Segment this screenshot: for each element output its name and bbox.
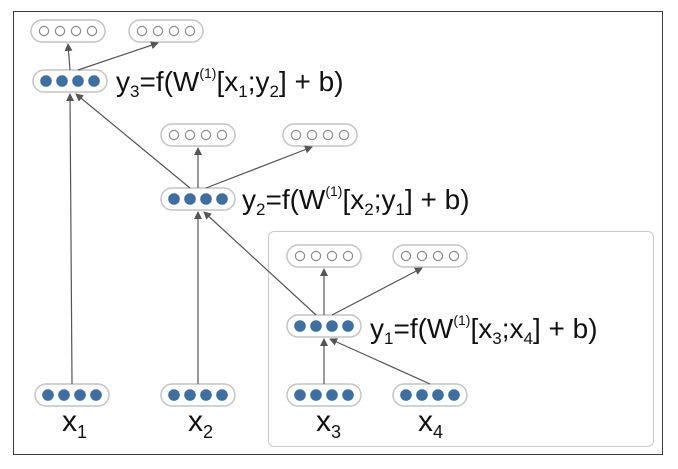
node-unit [290,129,302,141]
node-unit [432,389,444,401]
arrow-y1-to-output-b [331,267,423,316]
node-unit [58,389,70,401]
output-node-y1-a [286,244,362,268]
output-node-y2-b [282,123,358,147]
node-unit [310,320,322,332]
input-label-x1: x1 [62,405,88,442]
input-node-x2 [160,383,236,407]
node-unit [216,129,228,141]
output-node-y3-b [128,19,204,43]
node-unit [168,129,180,141]
node-unit [184,389,196,401]
node-unit [326,389,338,401]
node-unit [184,25,196,37]
node-unit [40,75,52,87]
node-unit [184,193,196,205]
node-unit [310,250,322,262]
node-unit [86,25,98,37]
node-unit [448,389,460,401]
node-unit [306,129,318,141]
arrow-x1-to-y3 [66,93,75,385]
node-unit [294,389,306,401]
node-unit [168,25,180,37]
input-label-x4: x4 [418,405,444,442]
node-unit [294,250,306,262]
hidden-node-y2 [160,187,236,211]
equation-y2: y2=f(W(1)[x2;y1] + b) [242,183,470,219]
hidden-node-y3 [32,69,108,93]
arrow-y1-to-y2 [203,211,317,316]
input-label-x2: x2 [188,405,214,442]
node-unit [342,250,354,262]
arrow-y3-to-output-a [64,43,73,71]
equation-y1: y1=f(W(1)[x3;x4] + b) [370,312,598,348]
node-unit [342,389,354,401]
node-unit [216,193,228,205]
node-unit [38,25,50,37]
node-unit [416,389,428,401]
node-unit [326,320,338,332]
node-unit [310,389,322,401]
equation-y3: y3=f(W(1)[x1;y2] + b) [116,65,344,101]
input-node-x3 [286,383,362,407]
node-unit [90,389,102,401]
node-unit [216,389,228,401]
input-node-x4 [392,383,468,407]
node-unit [136,25,148,37]
node-unit [200,129,212,141]
inset-box [268,231,654,447]
arrow-x4-to-y1 [329,338,431,385]
arrow-y2-to-y3 [75,93,191,189]
node-unit [342,320,354,332]
node-unit [200,193,212,205]
input-node-x1 [34,383,110,407]
node-unit [72,75,84,87]
output-node-y2-a [160,123,236,147]
node-unit [326,250,338,262]
node-unit [432,250,444,262]
node-unit [400,250,412,262]
output-node-y3-a [30,19,106,43]
node-unit [42,389,54,401]
node-unit [56,75,68,87]
output-node-y1-b [392,244,468,268]
arrow-y3-to-output-b [77,41,159,71]
hidden-node-y1 [286,314,362,338]
node-unit [338,129,350,141]
diagram-frame [13,11,663,455]
node-unit [294,320,306,332]
node-unit [200,389,212,401]
arrow-y2-to-output-b [205,145,313,189]
node-unit [322,129,334,141]
node-unit [184,129,196,141]
node-unit [54,25,66,37]
node-unit [74,389,86,401]
node-unit [416,250,428,262]
node-unit [88,75,100,87]
node-unit [448,250,460,262]
node-unit [168,193,180,205]
input-label-x3: x3 [316,405,342,442]
node-unit [400,389,412,401]
node-unit [168,389,180,401]
node-unit [152,25,164,37]
node-unit [70,25,82,37]
